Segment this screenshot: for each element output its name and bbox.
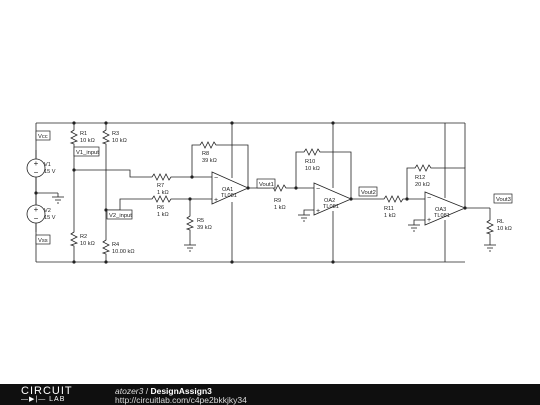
opamp-oa2: [313, 182, 353, 216]
r11-name: R11: [384, 206, 394, 212]
r4-name: R4: [112, 242, 119, 248]
net-label-vout3: Vout3: [496, 197, 511, 203]
net-label-vout1: Vout1: [259, 182, 274, 188]
resistor-r5: [185, 214, 195, 232]
junctions: [34, 121, 467, 264]
svg-text:−: −: [316, 186, 320, 193]
opamp-oa3: [424, 191, 467, 226]
r1-name: R1: [80, 131, 87, 137]
r1-value: 10 kΩ: [80, 138, 95, 144]
net-label-v2-input: V2_input: [109, 213, 132, 219]
resistor-r10: [302, 148, 322, 156]
ground-symbols: [52, 196, 496, 252]
resistor-r8: [198, 141, 218, 149]
circuit-title[interactable]: DesignAssign3: [150, 386, 212, 396]
net-label-vout2: Vout2: [361, 190, 376, 196]
oa3-model: TL081: [434, 213, 450, 219]
voltage-source-v1: + −: [26, 158, 46, 178]
r2-name: R2: [80, 234, 87, 240]
oa1-model: TL081: [221, 193, 237, 199]
ground-icon: [184, 244, 196, 252]
r4-value: 10.00 kΩ: [112, 249, 135, 255]
r6-value: 1 kΩ: [157, 212, 169, 218]
svg-text:+: +: [214, 197, 218, 204]
resistor-r6: [150, 195, 174, 203]
byline-separator: /: [143, 386, 151, 396]
svg-text:+: +: [316, 208, 320, 215]
r3-name: R3: [112, 131, 119, 137]
resistor-r1: [69, 128, 79, 146]
svg-text:+: +: [34, 205, 39, 214]
r12-name: R12: [415, 175, 425, 181]
r8-value: 39 kΩ: [202, 158, 217, 164]
r9-name: R9: [274, 198, 281, 204]
resistor-rl: [485, 218, 495, 236]
logo-text-lab: LAB: [49, 396, 66, 403]
resistor-r11: [382, 195, 404, 203]
circuit-url[interactable]: http://circuitlab.com/c4pe2bkkjky34: [115, 395, 247, 405]
resistors: [69, 128, 495, 256]
net-label-vcc: Vcc: [38, 134, 48, 140]
r5-name: R5: [197, 218, 204, 224]
svg-text:−: −: [427, 195, 431, 202]
r7-value: 1 kΩ: [157, 190, 169, 196]
voltage-source-v2: + −: [26, 204, 46, 224]
rl-value: 10 kΩ: [497, 226, 512, 232]
oa2-model: TL081: [323, 204, 339, 210]
r8-name: R8: [202, 151, 209, 157]
r12-value: 20 kΩ: [415, 182, 430, 188]
r10-value: 10 kΩ: [305, 166, 320, 172]
r9-value: 1 kΩ: [274, 205, 286, 211]
circuit-schematic: + − + −: [26, 121, 513, 264]
oa2-name: OA2: [324, 198, 335, 204]
r6-name: R6: [157, 205, 164, 211]
ground-icon: [298, 214, 310, 222]
footer-bar: CIRCUIT —▶|— LAB atozer3 / DesignAssign3…: [0, 384, 540, 405]
ground-icon: [484, 244, 496, 252]
ground-icon: [52, 196, 64, 204]
source-wires: [35, 150, 59, 232]
svg-text:+: +: [427, 217, 431, 224]
opamp-oa1: [211, 171, 249, 205]
v1-value: 15 V: [44, 169, 56, 175]
resistor-r7: [150, 173, 174, 181]
ground-icon: [408, 224, 420, 232]
logo-text-bottom: —▶|— LAB: [21, 396, 73, 404]
circuit-byline: atozer3 / DesignAssign3: [115, 386, 212, 396]
svg-text:+: +: [34, 159, 39, 168]
oa1-name: OA1: [222, 187, 233, 193]
r3-value: 10 kΩ: [112, 138, 127, 144]
rl-name: RL: [497, 219, 504, 225]
opamp-pins: − + − + − +: [214, 175, 431, 224]
resistor-r2: [69, 230, 79, 248]
logo-text-top: CIRCUIT: [21, 385, 73, 397]
svg-text:−: −: [34, 214, 39, 223]
resistor-r4: [101, 238, 111, 256]
r11-value: 1 kΩ: [384, 213, 396, 219]
circuitlab-logo[interactable]: CIRCUIT —▶|— LAB: [21, 386, 73, 404]
r5-value: 39 kΩ: [197, 225, 212, 231]
author-name[interactable]: atozer3: [115, 386, 144, 396]
v2-value: 15 V: [44, 215, 56, 221]
r7-name: R7: [157, 183, 164, 189]
net-label-v1-input: V1_input: [76, 150, 99, 156]
logo-wire-icon: —▶|—: [21, 396, 47, 403]
resistor-r3: [101, 128, 111, 146]
v2-name: V2: [44, 208, 51, 214]
opamps: [211, 171, 467, 226]
v1-name: V1: [44, 162, 51, 168]
svg-text:−: −: [34, 168, 39, 177]
net-label-vss: Vss: [38, 238, 48, 244]
svg-text:−: −: [214, 175, 218, 182]
r10-name: R10: [305, 159, 315, 165]
r2-value: 10 kΩ: [80, 241, 95, 247]
oa3-name: OA3: [435, 207, 446, 213]
resistor-r12: [413, 164, 433, 172]
